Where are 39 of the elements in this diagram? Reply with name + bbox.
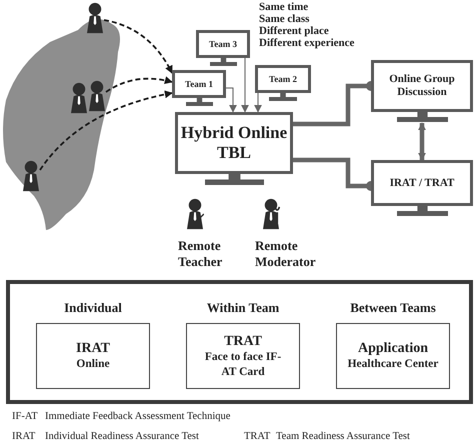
person-icon — [88, 80, 106, 112]
card-text: Healthcare Center — [348, 357, 438, 372]
screen-label: Team 1 — [185, 78, 213, 90]
definition-text: Team Readiness Assurance Test — [276, 431, 410, 442]
card-title: IRAT — [76, 340, 110, 357]
definition-text: Individual Readiness Assurance Test — [45, 431, 199, 442]
note-text: Different place — [259, 25, 329, 37]
card-title: TRAT — [224, 332, 262, 350]
note-text: Same class — [259, 13, 310, 25]
note-text: Same time — [259, 1, 308, 13]
arrow — [104, 19, 173, 74]
frame-panel — [6, 280, 473, 404]
note-text: Different experience — [259, 37, 354, 49]
person-icon — [22, 160, 40, 192]
column-heading: Within Team — [206, 299, 280, 317]
card-text: Face to face IF-AT Card — [204, 350, 282, 380]
abbreviation: TRAT — [244, 431, 270, 442]
abbreviation: IF-AT — [12, 411, 38, 422]
arrow — [418, 122, 426, 161]
card-title: Application — [358, 340, 428, 357]
person-icon — [70, 82, 88, 114]
arrow — [39, 90, 173, 171]
column-heading: Between Teams — [349, 299, 437, 317]
screen-label: Hybrid Online TBL — [180, 123, 288, 163]
person-icon — [86, 2, 104, 34]
screen-label: Team 3 — [209, 38, 237, 50]
definition-text: Immediate Feedback Assessment Technique — [45, 411, 230, 422]
screen-label: IRAT / TRAT — [390, 176, 454, 190]
card-text: Online — [76, 357, 110, 372]
role-label: Remote Teacher — [178, 238, 224, 270]
screen-label: Online Group Discussion — [388, 73, 456, 99]
column-heading: Individual — [63, 299, 123, 317]
arrow — [226, 88, 237, 113]
abbreviation: IRAT — [12, 431, 36, 442]
arrow — [254, 92, 262, 113]
screen-label: Team 2 — [269, 74, 297, 84]
arrow — [106, 76, 173, 93]
role-label: Remote Moderator — [255, 238, 317, 270]
arrow — [241, 58, 249, 113]
